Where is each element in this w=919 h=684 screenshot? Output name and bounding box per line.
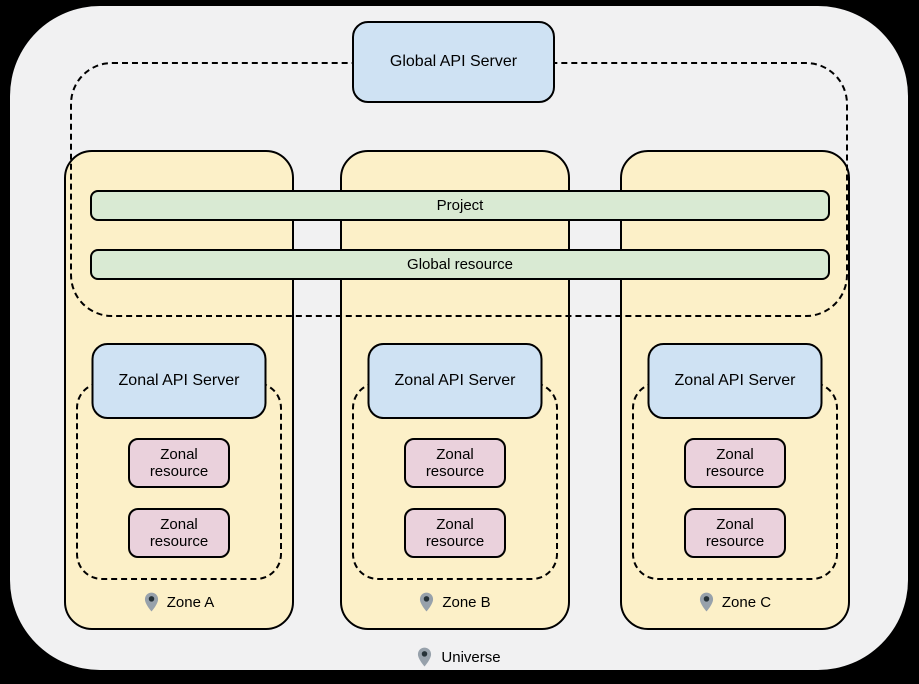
zone-b-container: Zonal API Server Zonal resource Zonal re… <box>340 150 570 630</box>
zone-label-text: Zone B <box>442 593 491 611</box>
location-pin-icon <box>418 647 432 667</box>
zone-b-zonal-resource-box-1: Zonal resource <box>404 438 506 488</box>
zonal-api-server-label: Zonal API Server <box>674 372 796 389</box>
zone-a-container: Zonal API Server Zonal resource Zonal re… <box>64 150 294 630</box>
zonal-api-server-label: Zonal API Server <box>118 372 240 389</box>
zone-label-text: Zone A <box>166 593 215 611</box>
location-pin-icon <box>699 592 713 612</box>
global-resource-bar: Global resource <box>90 249 830 280</box>
zone-c-zonal-resource-box-2: Zonal resource <box>684 508 786 558</box>
zone-b-label: Zone B <box>342 588 568 616</box>
global-api-server-box: Global API Server <box>352 21 555 103</box>
zone-c-container: Zonal API Server Zonal resource Zonal re… <box>620 150 850 630</box>
zone-a-zonal-api-server-box: Zonal API Server <box>91 343 267 419</box>
project-bar-label: Project <box>436 197 484 214</box>
zone-b-zonal-resource-box-2: Zonal resource <box>404 508 506 558</box>
project-bar: Project <box>90 190 830 221</box>
zone-b-zonal-api-server-box: Zonal API Server <box>367 343 543 419</box>
zone-c-label: Zone C <box>622 588 848 616</box>
zone-c-zonal-api-server-box: Zonal API Server <box>647 343 823 419</box>
zone-a-zonal-resource-box-2: Zonal resource <box>128 508 230 558</box>
location-pin-icon <box>144 592 158 612</box>
global-resource-bar-label: Global resource <box>407 256 513 273</box>
zone-a-zonal-resource-box-1: Zonal resource <box>128 438 230 488</box>
zonal-resource-label: Zonal resource <box>149 445 209 480</box>
global-api-server-label: Global API Server <box>389 53 518 70</box>
zone-a-label: Zone A <box>66 588 292 616</box>
zonal-resource-label: Zonal resource <box>705 445 765 480</box>
zonal-resource-label: Zonal resource <box>425 445 485 480</box>
universe-label: Universe <box>10 643 908 671</box>
zone-label-text: Zone C <box>721 593 772 611</box>
zone-c-zonal-resource-box-1: Zonal resource <box>684 438 786 488</box>
zonal-api-server-label: Zonal API Server <box>394 372 516 389</box>
location-pin-icon <box>420 592 434 612</box>
universe-label-text: Universe <box>441 648 501 666</box>
zonal-resource-label: Zonal resource <box>425 515 485 550</box>
zonal-resource-label: Zonal resource <box>705 515 765 550</box>
zonal-resource-label: Zonal resource <box>149 515 209 550</box>
